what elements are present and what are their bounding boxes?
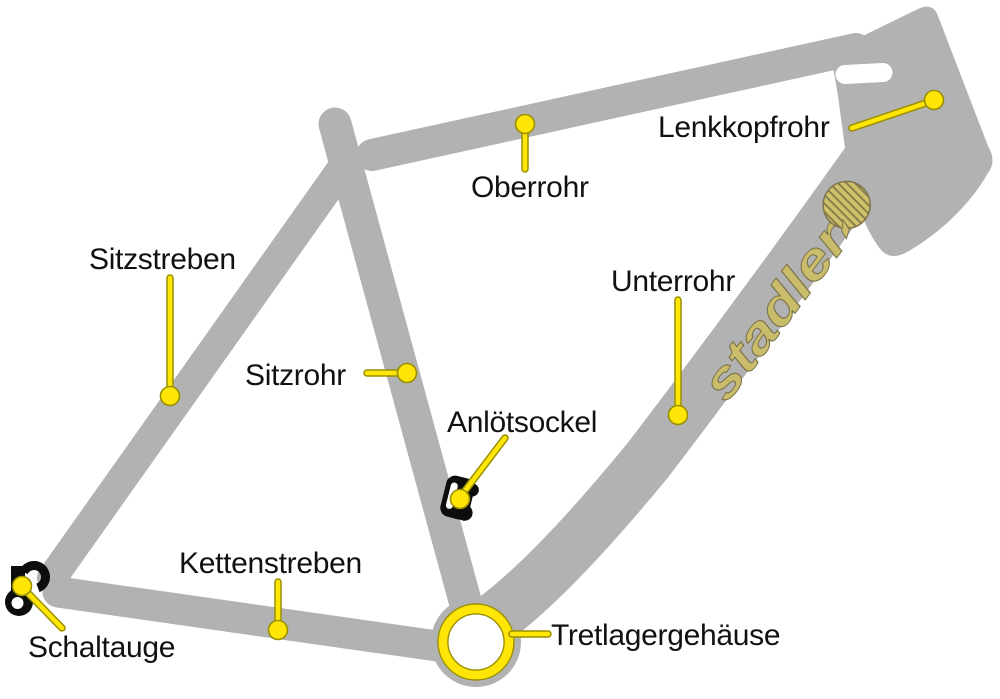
oberrohr-anchor-dot <box>514 113 536 135</box>
schaltauge-anchor-dot <box>11 575 33 597</box>
stadler-logo-ball-tail <box>841 218 850 240</box>
hanger-hook <box>19 560 50 592</box>
seat-stays-shape <box>37 145 363 593</box>
label-tretlagergehaeuse: Tretlagergehäuse <box>551 619 781 652</box>
label-oberrohr: Oberrohr <box>471 171 589 204</box>
top-tube-shape <box>356 33 872 171</box>
hanger-axle-hole <box>11 597 24 609</box>
anloetsockel-leader-line <box>458 435 508 499</box>
label-sitzrohr: Sitzrohr <box>245 359 346 392</box>
bottom-bracket-yellow-ring <box>438 604 514 680</box>
unterrohr-anchor-dot <box>667 404 689 426</box>
down-tube-shape <box>470 109 913 644</box>
label-lenkkopfrohr: Lenkkopfrohr <box>658 111 830 144</box>
lenkkopfrohr-anchor-dot <box>923 89 945 111</box>
stadler-logo-text: stadler <box>691 210 862 411</box>
ring-outer-outline <box>437 603 515 681</box>
sitzstreben-anchor-dot <box>159 385 181 407</box>
bottom-bracket-ring <box>437 603 515 681</box>
kettenstreben-anchor-dot <box>267 619 289 641</box>
label-schaltauge: Schaltauge <box>28 631 176 664</box>
head-tube-notch <box>835 63 893 84</box>
label-kettenstreben: Kettenstreben <box>179 547 362 580</box>
lenkkopfrohr-leader-line <box>849 98 935 131</box>
schaltauge-leader-line <box>21 586 65 631</box>
stadler-logo-ball <box>822 180 871 230</box>
bottom-bracket-hole <box>448 614 504 670</box>
chain-stays-shape <box>42 576 474 665</box>
label-sitzstreben: Sitzstreben <box>89 243 236 276</box>
label-anloetsockel: Anlötsockel <box>447 406 598 439</box>
ring-inner-outline <box>447 613 505 671</box>
anloetsockel-anchor-dot <box>449 488 471 510</box>
leader-lines <box>11 89 945 641</box>
sitzrohr-anchor-dot <box>396 362 418 384</box>
label-unterrohr: Unterrohr <box>611 265 736 298</box>
